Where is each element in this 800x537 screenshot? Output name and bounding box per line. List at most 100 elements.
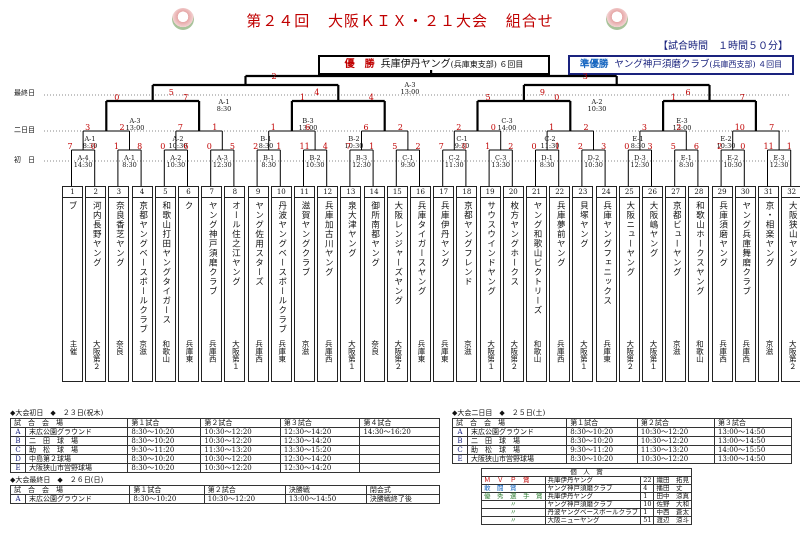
- score-label: 0: [90, 142, 96, 151]
- final-schedule-title: ◆大会最終日 ◆ ２６日(日): [10, 476, 104, 484]
- venue-key: C: [452, 445, 468, 455]
- team-number: 10: [271, 187, 291, 198]
- game-time: 8:30〜10:20: [127, 427, 202, 437]
- team-region: 兵庫東: [277, 340, 287, 363]
- team-region: 兵庫東: [185, 340, 194, 363]
- team-region: 兵庫東: [417, 340, 426, 363]
- score-label: 2: [253, 142, 259, 151]
- team-name: 兵庫伊丹ヤング: [439, 201, 450, 268]
- match-id: B-2: [309, 154, 321, 162]
- team-number: 6: [179, 187, 198, 198]
- score-label: 11: [299, 142, 310, 151]
- score-label: 1: [276, 142, 282, 151]
- score-label: 0: [740, 142, 746, 151]
- team-number: 17: [434, 187, 454, 198]
- match-id: A-2: [172, 135, 184, 143]
- col-header: 決勝戦: [284, 485, 367, 495]
- match-id: E-2: [720, 135, 732, 143]
- team-region: 兵庫西: [741, 340, 751, 363]
- score-label: 0: [624, 142, 630, 151]
- match-id: C-2: [544, 135, 556, 143]
- venue-key: A: [10, 427, 26, 437]
- match-time: 9:30: [454, 142, 470, 150]
- team-region: 兵庫西: [324, 340, 334, 363]
- team-name: 京都ヤングフレンド: [462, 201, 473, 287]
- match-id: E-3: [773, 154, 785, 162]
- score-label: 5: [670, 142, 676, 151]
- team-region: 和歌山: [695, 340, 705, 363]
- match-time: 8:30: [261, 161, 276, 169]
- match-time: 9:30: [400, 161, 416, 169]
- game-time: 14:00〜15:50: [713, 445, 793, 455]
- team-number: 15: [387, 187, 407, 198]
- team-name: オール住之江ヤング: [230, 201, 241, 287]
- game-time: 13:00〜14:50: [284, 494, 367, 504]
- runner-up-branch: (兵庫西支部) ４回目: [709, 60, 783, 69]
- team-region: 京滋: [463, 340, 473, 355]
- player-number: 51: [640, 516, 655, 525]
- venue-name: 助 松 球 場: [466, 445, 568, 455]
- game-time: [359, 445, 440, 455]
- venue-name: 大阪狭山市営野球場: [466, 454, 568, 464]
- match-id: D-1: [541, 154, 553, 162]
- match-time: 10:30: [166, 161, 186, 169]
- match-time: 13:00: [672, 124, 692, 132]
- team-card: 6ヤングベースボールネットワーク兵庫東: [178, 186, 210, 382]
- team-region: 主催: [69, 340, 78, 355]
- score-label: 2: [583, 123, 589, 132]
- team-name: 御所南都ヤング: [369, 201, 380, 268]
- game-time: 8:30〜10:20: [566, 454, 638, 464]
- champion-branch: (兵庫東支部) ６回目: [450, 60, 524, 69]
- score-label: 3: [582, 72, 588, 81]
- game-time: 13:00〜14:50: [713, 436, 793, 446]
- team-region: 兵庫西: [556, 340, 566, 363]
- game-time: 13:00〜14:50: [713, 427, 793, 437]
- game-time: 10:30〜12:20: [200, 436, 281, 446]
- match-id: C-3: [501, 117, 513, 125]
- team-region: 大阪第２: [788, 340, 798, 370]
- venue-name: 大阪狭山市営野球場: [24, 463, 129, 473]
- team-name: 奈良香芝ヤング: [114, 201, 125, 268]
- team-region: 大阪第１: [486, 340, 496, 370]
- game-time: 9:30〜11:20: [566, 445, 638, 455]
- game-time: 13:00〜14:50: [713, 454, 793, 464]
- score-label: 10: [734, 123, 745, 132]
- team-number: 8: [225, 187, 245, 198]
- match-id: A-1: [84, 135, 96, 143]
- team-name: 泉大津ヤング: [346, 201, 357, 258]
- left-logo-icon: [172, 8, 194, 30]
- match-time: 13:30: [491, 161, 511, 169]
- team-number: 29: [712, 187, 732, 198]
- game-time: 11:30〜13:20: [200, 445, 281, 455]
- team-name: 大阪狭山ヤング: [787, 201, 798, 268]
- score-label: 4: [314, 88, 320, 97]
- score-label: 0: [490, 123, 496, 132]
- team-number: 18: [457, 187, 477, 198]
- col-header: 第３試合: [279, 418, 361, 428]
- game-time: 決勝戦終了後: [365, 494, 441, 504]
- team-region: 京滋: [138, 340, 148, 355]
- score-label: 7: [67, 142, 73, 151]
- match-time: 12:30: [352, 161, 371, 169]
- team-number: 11: [295, 187, 314, 198]
- match-time: 10:30: [344, 142, 364, 150]
- col-header: 第２試合: [636, 418, 715, 428]
